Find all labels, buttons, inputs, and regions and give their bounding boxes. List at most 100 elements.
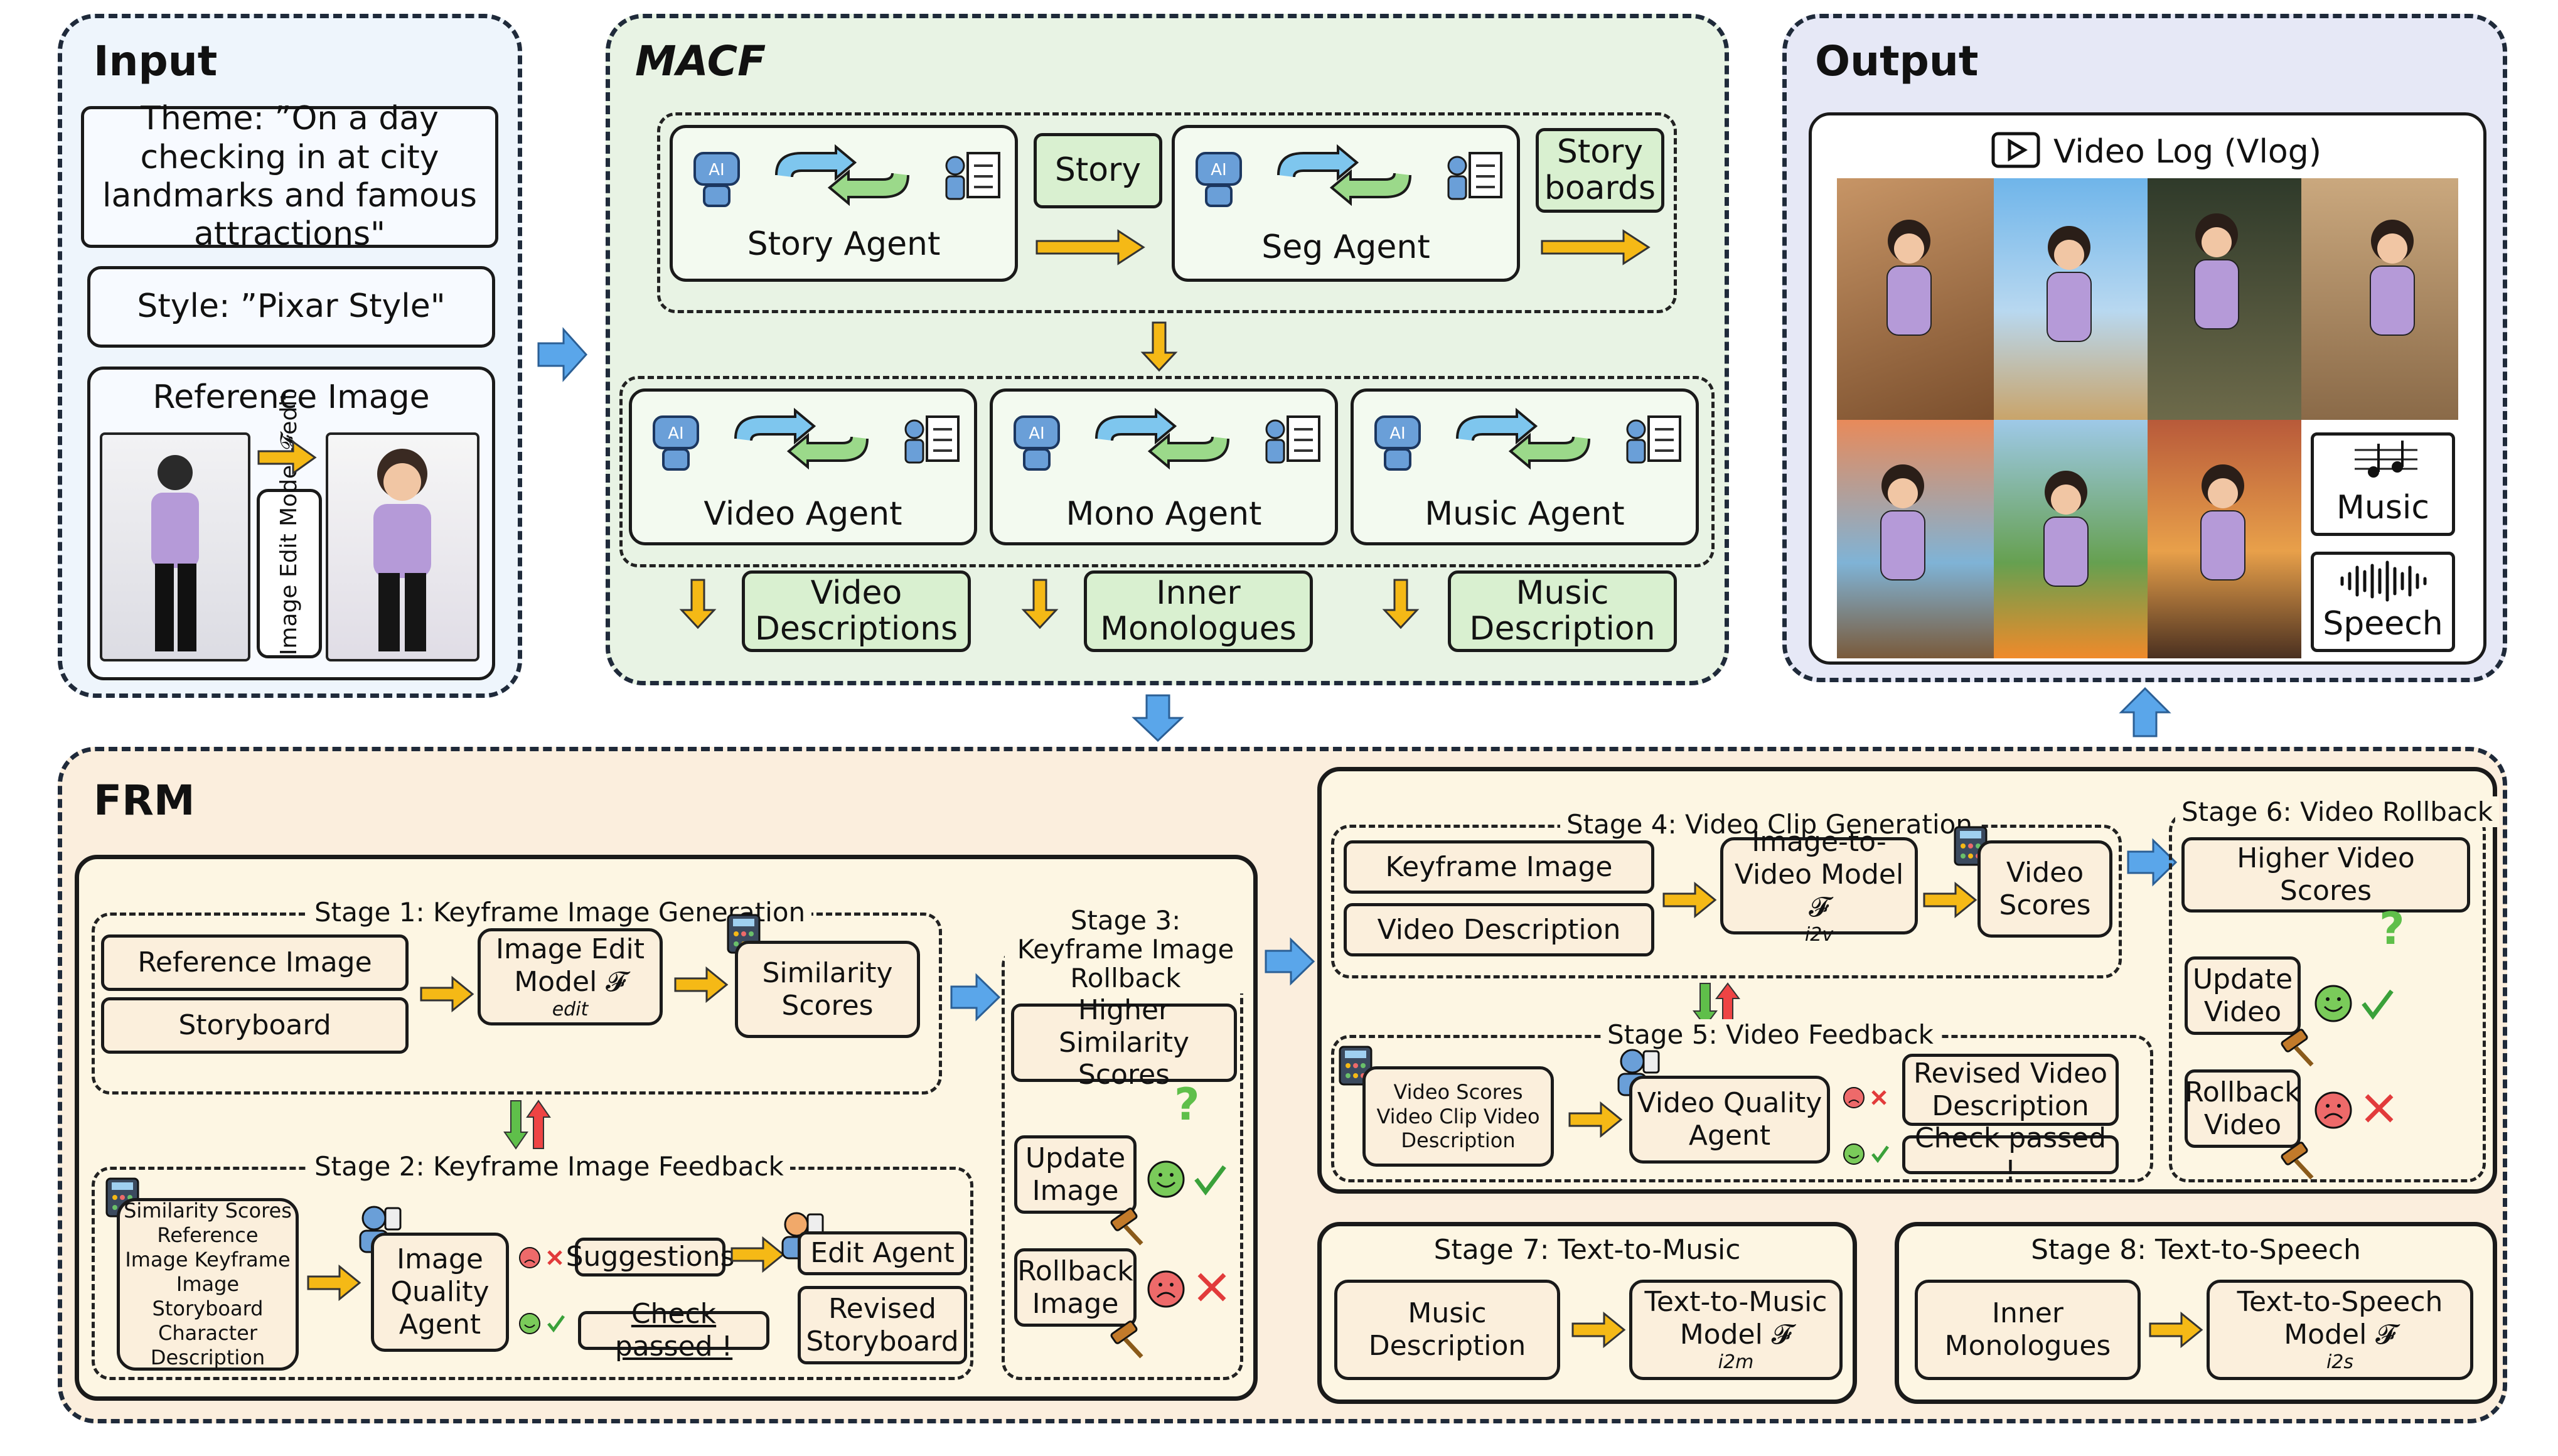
checklist-person-icon (1624, 401, 1686, 473)
stage2-title: Stage 2: Keyframe Image Feedback (308, 1151, 790, 1182)
svg-text:AI: AI (1211, 161, 1226, 179)
image-edit-model-vertical: Image Edit Model 𝓕edit (257, 391, 322, 658)
cycle-arrows-icon (764, 144, 921, 206)
character-figures-icon (1880, 213, 2245, 587)
music-agent-box: AI Music Agent (1351, 388, 1699, 545)
revised-storyboard-label: Revised Storyboard (806, 1292, 959, 1357)
pixar-photo (326, 432, 479, 661)
higher-similarity-label: Higher Similarity Scores (1058, 993, 1190, 1091)
storyboards-label: Story boards (1544, 133, 1656, 207)
video-descriptions-box: Video Descriptions (742, 570, 971, 652)
question-mark-icon: ? (1174, 1079, 1200, 1130)
mono-agent-box: AI Mono Agent (990, 388, 1338, 545)
macf-mid-row: AI Video Agent AI Mono Agent AI (619, 376, 1715, 567)
stage4-video-scores-label: Video Scores (1999, 856, 2091, 921)
checklist-person-icon (943, 137, 1005, 210)
agent-robot-icon: AI (1369, 404, 1426, 476)
t2m-sub: i2m (1718, 1351, 1754, 1374)
reference-image-label: Reference Image (153, 378, 430, 416)
stage8-inner-monologues-label: Inner Monologues (1944, 1297, 2111, 1362)
stage5-check-passed-label: Check passed ! (1914, 1122, 2107, 1187)
sad-face-cross-icon (518, 1245, 569, 1273)
stage5-inputs: Video Scores Video Clip Video Descriptio… (1362, 1066, 1554, 1167)
speech-output-box: Speech (2311, 552, 2455, 652)
edit-agent-label: Edit Agent (810, 1237, 955, 1270)
video-agent-box: AI Video Agent (629, 388, 977, 545)
happy-face-check-icon (2313, 982, 2401, 1028)
stage3-region: Stage 3: Keyframe Image Rollback Higher … (1002, 906, 1246, 1380)
stage1-reference-image: Reference Image (101, 934, 409, 991)
seg-agent-box: AI Seg Agent (1172, 125, 1520, 282)
stage7-music-desc-label: Music Description (1368, 1297, 1526, 1362)
question-mark-icon: ? (2379, 903, 2405, 955)
inner-monologues-label: Inner Monologues (1100, 574, 1297, 648)
video-quality-agent-label: Video Quality Agent (1637, 1087, 1822, 1152)
stage1-storyboard-label: Storyboard (178, 1009, 331, 1042)
green-red-arrows-icon (503, 1100, 551, 1150)
music-description-label: Music Description (1469, 574, 1656, 648)
style-text: Style: ”Pixar Style" (137, 287, 446, 326)
cycle-arrows-icon (723, 407, 880, 470)
stage4-video-desc-label: Video Description (1377, 913, 1621, 946)
t2s-model-label: Text-to-Speech Model 𝓕 (2237, 1286, 2443, 1351)
frm-video-block: Stage 4: Video Clip Generation Keyframe … (1317, 767, 2500, 1194)
rollback-video-box: Rollback Video (2185, 1069, 2301, 1148)
revised-storyboard-box: Revised Storyboard (798, 1286, 967, 1364)
stage2-check-passed-label: Check passed ! (614, 1298, 733, 1362)
t2m-model-label: Text-to-Music Model 𝓕 (1644, 1286, 1828, 1351)
input-panel: Input Theme: ”On a day checking in at ci… (58, 14, 522, 698)
stage4-title: Stage 4: Video Clip Generation (1560, 809, 1979, 840)
gavel-icon (1105, 1320, 1149, 1367)
stage2-region: Stage 2: Keyframe Image Feedback Similar… (92, 1151, 973, 1380)
storyboards-box: Story boards (1536, 128, 1664, 213)
sad-face-cross-icon (1843, 1085, 1893, 1113)
gavel-icon (2276, 1142, 2320, 1188)
vlog-label: Video Log (Vlog) (2053, 133, 2322, 171)
agent-robot-icon: AI (688, 141, 745, 213)
story-agent-box: AI Story Agent (670, 125, 1018, 282)
svg-text:AI: AI (709, 161, 724, 179)
inner-monologues-box: Inner Monologues (1084, 570, 1313, 652)
yellow-arrow-right-icon (1568, 1101, 1623, 1138)
stage1-similarity-label: Similarity Scores (762, 956, 893, 1022)
blue-arrow-input-macf-icon (537, 327, 588, 382)
vlog-box: Video Log (Vlog) (1809, 112, 2486, 665)
higher-video-scores-box: Higher Video Scores (2181, 837, 2470, 913)
image-edit-model-label: Image Edit Model 𝓕edit (276, 391, 302, 655)
stage7-music-description: Music Description (1334, 1280, 1560, 1380)
blue-arrow-up-icon (2119, 687, 2171, 737)
seg-agent-label: Seg Agent (1261, 228, 1430, 266)
stage8-title: Stage 8: Text-to-Speech (2031, 1234, 2361, 1266)
stage5-title: Stage 5: Video Feedback (1601, 1019, 1940, 1050)
blue-arrow-right-icon (1265, 937, 1315, 986)
stage7-title: Stage 7: Text-to-Music (1433, 1234, 1741, 1266)
stage5-check-passed: Check passed ! (1902, 1122, 2119, 1187)
update-image-label: Update Image (1025, 1142, 1126, 1207)
revised-video-description-box: Revised Video Description (1902, 1054, 2119, 1126)
yellow-arrow-right-icon (1541, 229, 1651, 265)
suggestions-label: Suggestions (565, 1241, 735, 1273)
higher-video-scores-label: Higher Video Scores (2237, 842, 2415, 907)
stage1-edit-model-label: Image Edit Model 𝓕 (496, 933, 645, 998)
yellow-arrow-right-icon (1662, 881, 1717, 919)
stage4-keyframe-label: Keyframe Image (1385, 850, 1613, 883)
blue-arrow-down-icon (1132, 694, 1184, 742)
checklist-person-icon (902, 401, 965, 473)
yellow-arrow-right-icon (257, 440, 317, 475)
happy-face-check-icon (1146, 1157, 1234, 1204)
cartoon-character-icon (373, 449, 431, 651)
yellow-arrow-right-icon (1923, 881, 1977, 919)
yellow-arrow-right-icon (2149, 1311, 2203, 1349)
stage5-region: Stage 5: Video Feedback Video Scores Vid… (1331, 1019, 2153, 1187)
play-icon (1991, 131, 2041, 172)
music-output-label: Music (2336, 489, 2429, 527)
agent-robot-icon: AI (1191, 141, 1247, 213)
music-description-box: Music Description (1448, 570, 1677, 652)
stage4-region: Stage 4: Video Clip Generation Keyframe … (1331, 809, 2122, 978)
happy-face-check-icon (1843, 1142, 1893, 1169)
suggestions-box: Suggestions (566, 1238, 734, 1277)
stage5-inputs-label: Video Scores Video Clip Video Descriptio… (1376, 1080, 1540, 1153)
